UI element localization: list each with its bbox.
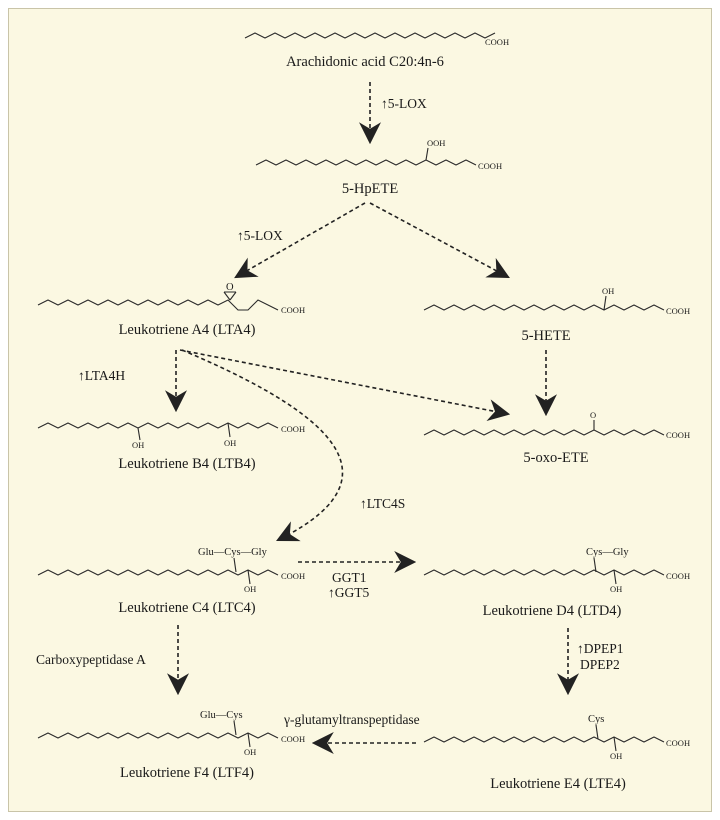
molecule-5-hete: OH COOH 5-HETE: [423, 286, 690, 344]
enzyme-dpep2: DPEP2: [580, 657, 620, 672]
arrow-lta4-to-5-oxo-ete: [179, 349, 511, 422]
oh-bond: [603, 295, 607, 311]
cooh-group: COOH: [666, 571, 690, 581]
molecule-5-hpete: OOH COOH 5-HpETE: [255, 138, 502, 197]
cys-group: Cys: [588, 714, 604, 725]
oh-group: OH: [610, 584, 622, 594]
arrow-hpete-to-lta4: [234, 202, 366, 279]
ooh-bond: [425, 147, 429, 161]
molecule-arachidonic-acid: COOH Arachidonic acid C20:4n-6: [244, 32, 509, 70]
enzyme-dpep1: ↑DPEP1: [577, 641, 624, 656]
label-lte4: Leukotriene E4 (LTE4): [490, 776, 626, 792]
oh-bond: [247, 732, 251, 748]
label-5-hpete: 5-HpETE: [342, 181, 399, 197]
structure-ltf4: [37, 732, 279, 739]
arrow-lta4-to-ltc4: [181, 349, 344, 542]
enzyme-5-lox-2: ↑5-LOX: [237, 228, 283, 243]
sulfur-bond: [233, 557, 237, 573]
glu-cys-group: Glu—Cys: [200, 710, 243, 721]
sulfur-bond: [593, 557, 597, 573]
label-ltd4: Leukotriene D4 (LTD4): [483, 603, 622, 619]
structure-5-oxo-ete: [423, 429, 665, 436]
structure-lte4: [423, 736, 665, 743]
molecule-ltc4: Glu—Cys—Gly OH COOH Leukotriene C4 (LTC4…: [37, 547, 305, 616]
glu-cys-gly-group: Glu—Cys—Gly: [198, 547, 268, 558]
oh-bond: [247, 569, 251, 585]
oh-bond-2: [227, 422, 231, 438]
epoxide-o: O: [226, 282, 234, 293]
structure-ltc4: [37, 569, 279, 576]
cooh-group: COOH: [666, 306, 690, 316]
molecule-ltf4: Glu—Cys OH COOH Leukotriene F4 (LTF4): [37, 710, 305, 781]
oh-bond: [613, 736, 617, 752]
enzyme-5-lox-1: ↑5-LOX: [381, 96, 427, 111]
structure-ltd4: [423, 569, 665, 576]
enzyme-ggt1: GGT1: [332, 570, 367, 585]
epoxide-ring: [223, 291, 237, 301]
label-arachidonic-acid: Arachidonic acid C20:4n-6: [286, 54, 444, 70]
label-ltf4: Leukotriene F4 (LTF4): [120, 765, 254, 781]
label-ltb4: Leukotriene B4 (LTB4): [118, 456, 255, 472]
structure-5-hete: [423, 304, 665, 311]
cooh-group: COOH: [485, 37, 509, 47]
structure-ltb4: [37, 422, 279, 429]
cys-gly-group: Cys—Gly: [586, 547, 629, 558]
molecule-lte4: Cys OH COOH Leukotriene E4 (LTE4): [423, 714, 690, 792]
cooh-group: COOH: [478, 161, 502, 171]
arrow-hpete-to-5-hete: [369, 202, 510, 279]
oxo-group: O: [590, 410, 596, 420]
cooh-group: COOH: [666, 430, 690, 440]
oh-group: OH: [244, 747, 256, 757]
enzyme-carboxypeptidase-a: Carboxypeptidase A: [36, 652, 146, 667]
cooh-group: COOH: [281, 305, 305, 315]
structure-5-hpete: [255, 159, 477, 166]
enzyme-gamma-glutamyltranspeptidase: γ-glutamyltranspeptidase: [283, 712, 420, 727]
label-lta4: Leukotriene A4 (LTA4): [119, 322, 256, 338]
oh-group: OH: [602, 286, 614, 296]
oh-bond-1: [137, 427, 141, 441]
ooh-group: OOH: [427, 138, 445, 148]
oh-bond: [613, 569, 617, 585]
oh-group-2: OH: [224, 438, 236, 448]
oh-group-1: OH: [132, 440, 144, 450]
enzyme-ltc4s: ↑LTC4S: [360, 496, 405, 511]
cooh-group: COOH: [281, 571, 305, 581]
cooh-group: COOH: [666, 738, 690, 748]
enzyme-ggt5: ↑GGT5: [328, 585, 369, 600]
molecule-ltd4: Cys—Gly OH COOH Leukotriene D4 (LTD4): [423, 547, 690, 619]
structure-lta4: [37, 299, 279, 311]
cooh-group: COOH: [281, 424, 305, 434]
label-5-hete: 5-HETE: [521, 328, 570, 344]
label-ltc4: Leukotriene C4 (LTC4): [118, 600, 255, 616]
molecule-ltb4: OH OH COOH Leukotriene B4 (LTB4): [37, 422, 305, 472]
enzyme-lta4h: ↑LTA4H: [78, 368, 125, 383]
structure-arachidonic-acid: [244, 32, 496, 39]
oh-group: OH: [610, 751, 622, 761]
molecule-lta4: O COOH Leukotriene A4 (LTA4): [37, 282, 305, 338]
sulfur-bond: [595, 724, 599, 740]
molecule-5-oxo-ete: O COOH 5-oxo-ETE: [423, 410, 690, 466]
oh-group: OH: [244, 584, 256, 594]
cooh-group: COOH: [281, 734, 305, 744]
sulfur-bond: [233, 720, 237, 736]
label-5-oxo-ete: 5-oxo-ETE: [523, 450, 588, 466]
